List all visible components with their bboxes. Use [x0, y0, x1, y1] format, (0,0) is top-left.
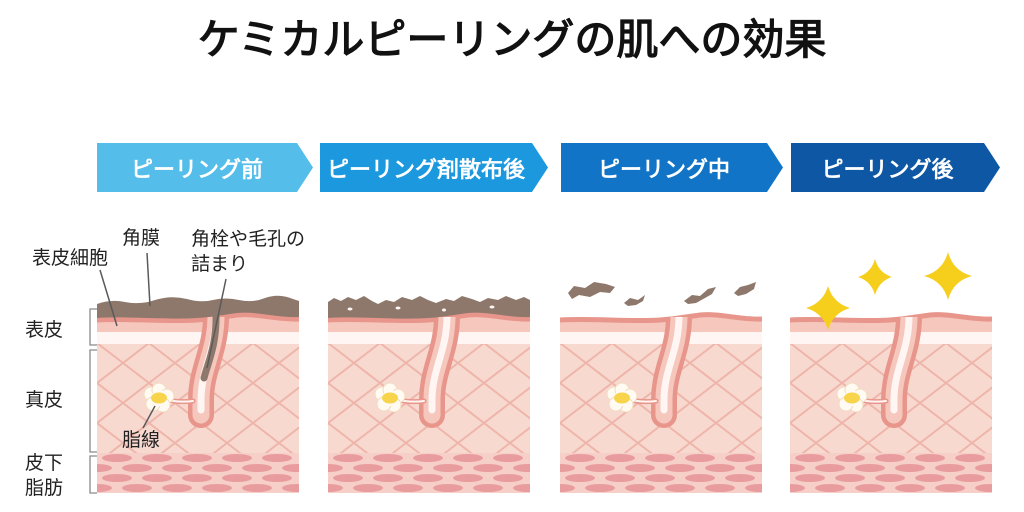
pore-clog-label-line2: 詰まり — [191, 253, 249, 275]
step-during-peeling: ピーリング中 — [561, 143, 783, 192]
hair-follicle — [894, 312, 909, 415]
subcutaneous-fat-bracket — [89, 455, 97, 494]
panel-before-peeling — [97, 295, 299, 494]
keratin-layer — [97, 295, 299, 319]
sebaceous-gland-pointer — [142, 405, 156, 429]
keratin-gap — [489, 305, 495, 309]
subcutaneous-fat-label-line2: 脂肪 — [25, 477, 64, 499]
keratin-gap — [347, 307, 353, 311]
dermis-layer-label: 真皮 — [25, 389, 64, 411]
step-label: ピーリング後 — [821, 157, 954, 183]
epidermis-bracket — [89, 308, 97, 346]
panel-after-agent-applied — [328, 296, 530, 494]
keratin-flake — [684, 287, 716, 304]
step-label: ピーリング中 — [597, 157, 730, 183]
keratin-flake — [734, 282, 756, 296]
sparkle-icon — [924, 252, 972, 300]
pore-clog-label-line1: 角栓や毛孔の — [191, 228, 306, 250]
step-after-agent-applied: ピーリング剤散布後 — [320, 143, 548, 192]
step-label: ピーリング前 — [130, 157, 263, 183]
pore-plug — [200, 308, 220, 382]
epidermis-layer-label: 表皮 — [25, 319, 64, 341]
hair-follicle — [664, 312, 679, 415]
stratum-corneum-pointer — [146, 252, 151, 307]
subcutaneous-fat-label-line1: 皮下 — [25, 452, 64, 474]
sparkle-icon — [858, 259, 892, 295]
stratum-corneum-label: 角膜 — [122, 227, 161, 249]
panel-during-peeling — [560, 282, 762, 494]
keratin-flake — [624, 295, 645, 306]
sparkle-icon — [806, 286, 850, 330]
dermis-bracket — [89, 349, 97, 453]
hair-follicle — [432, 312, 447, 415]
epidermal-cells-label: 表皮細胞 — [32, 247, 109, 269]
keratin-cracks — [347, 305, 495, 312]
step-label: ピーリング剤散布後 — [326, 157, 525, 183]
keratin-gap — [395, 306, 401, 310]
epidermal-cells-pointer — [99, 269, 118, 327]
keratin-flake — [568, 282, 615, 299]
loosening-keratin-layer — [328, 296, 530, 319]
step-before-peeling: ピーリング前 — [97, 143, 313, 192]
panel-after-peeling — [790, 252, 992, 494]
page-title: ケミカルピーリングの肌への効果 — [197, 15, 827, 64]
sebaceous-gland-label: 脂線 — [122, 429, 161, 451]
step-after-peeling: ピーリング後 — [791, 143, 1000, 192]
pore-clog-pointer — [206, 278, 227, 369]
keratin-gap — [442, 308, 446, 312]
